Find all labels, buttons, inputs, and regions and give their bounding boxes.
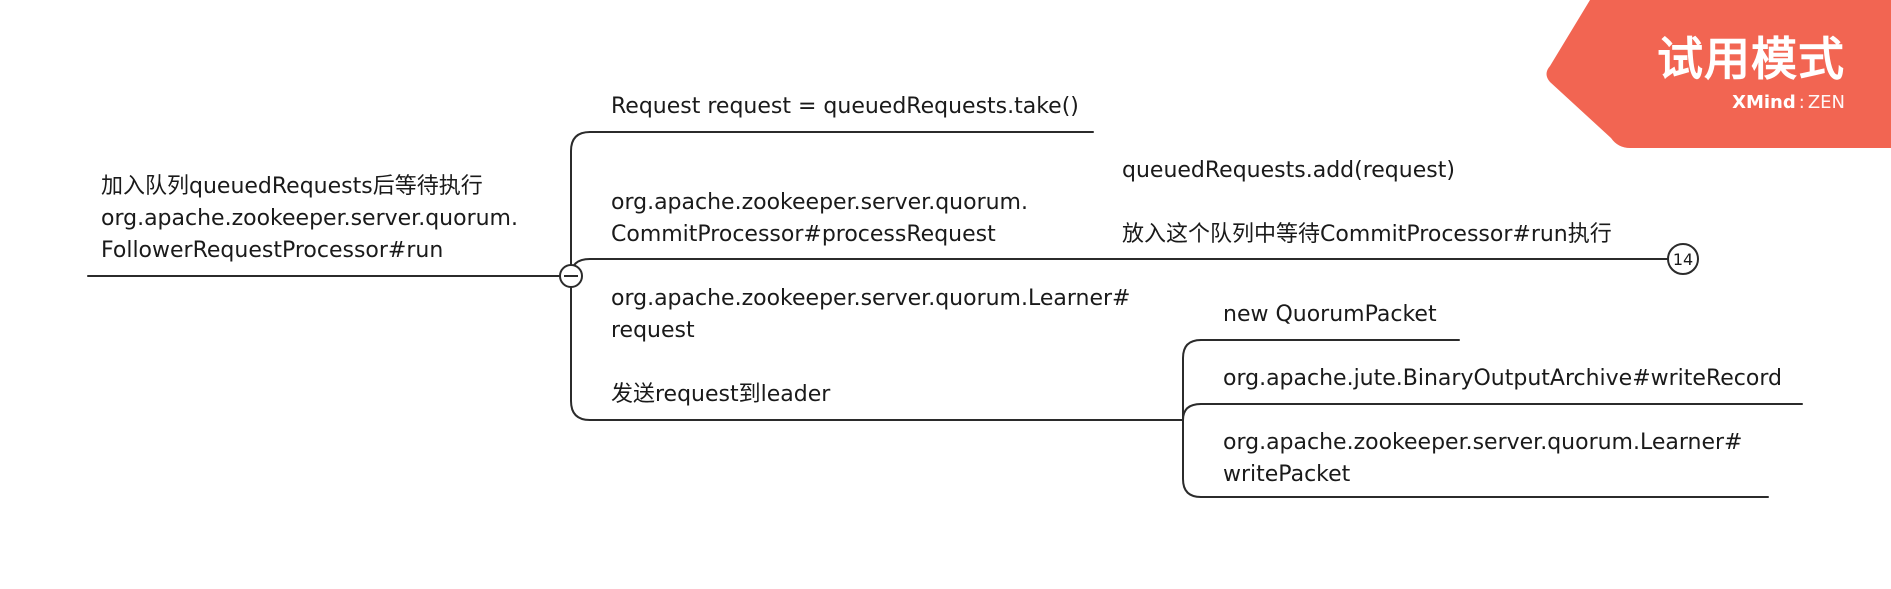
child-new-quorumpacket[interactable]: new QuorumPacket	[1223, 299, 1437, 331]
branch-2-child-1-line-1: queuedRequests.add(request)	[1122, 158, 1455, 183]
root-topic-line-3: FollowerRequestProcessor#run	[101, 238, 444, 263]
branch-2-line-1: org.apache.zookeeper.server.quorum.	[611, 190, 1028, 215]
collapsed-topics-count: 14	[1673, 250, 1693, 269]
child-new-quorumpacket-line-1: new QuorumPacket	[1223, 302, 1437, 327]
collapsed-topics-badge[interactable]: 14	[1667, 243, 1699, 275]
root-topic-line-1: 加入队列queuedRequests后等待执行	[101, 174, 483, 199]
branch-1-topic[interactable]: Request request = queuedRequests.take()	[611, 91, 1079, 123]
branch-4-line-1: 发送request到leader	[611, 382, 831, 407]
branch-2-topic[interactable]: org.apache.zookeeper.server.quorum. Comm…	[611, 187, 1028, 251]
collapse-toggle-button[interactable]	[559, 264, 583, 288]
child-writerecord-line-1: org.apache.jute.BinaryOutputArchive#writ…	[1223, 366, 1782, 391]
branch-4-topic[interactable]: 发送request到leader	[611, 379, 830, 411]
branch-2-child-2-line-1: 放入这个队列中等待CommitProcessor#run执行	[1122, 222, 1612, 247]
branch-2-child-queue-add[interactable]: queuedRequests.add(request)	[1122, 155, 1455, 187]
root-topic[interactable]: 加入队列queuedRequests后等待执行 org.apache.zooke…	[101, 171, 518, 267]
branch-4-child-2-connector	[1182, 403, 1202, 421]
branch-3-topic[interactable]: org.apache.zookeeper.server.quorum.Learn…	[611, 283, 1130, 347]
branch-1-line-1: Request request = queuedRequests.take()	[611, 94, 1079, 119]
child-writepacket[interactable]: org.apache.zookeeper.server.quorum.Learn…	[1223, 427, 1742, 491]
root-topic-line-2: org.apache.zookeeper.server.quorum.	[101, 206, 518, 231]
child-writepacket-line-2: writePacket	[1223, 462, 1351, 487]
branch-3-line-1: org.apache.zookeeper.server.quorum.Learn…	[611, 286, 1131, 311]
branch-4-children-connector	[1182, 339, 1202, 498]
child-writerecord[interactable]: org.apache.jute.BinaryOutputArchive#writ…	[1223, 363, 1782, 395]
branch-2-line-2: CommitProcessor#processRequest	[611, 222, 996, 247]
branch-3-line-2: request	[611, 318, 695, 343]
branch-2-child-commit-run-note[interactable]: 放入这个队列中等待CommitProcessor#run执行	[1122, 219, 1612, 251]
child-writepacket-line-1: org.apache.zookeeper.server.quorum.Learn…	[1223, 430, 1743, 455]
